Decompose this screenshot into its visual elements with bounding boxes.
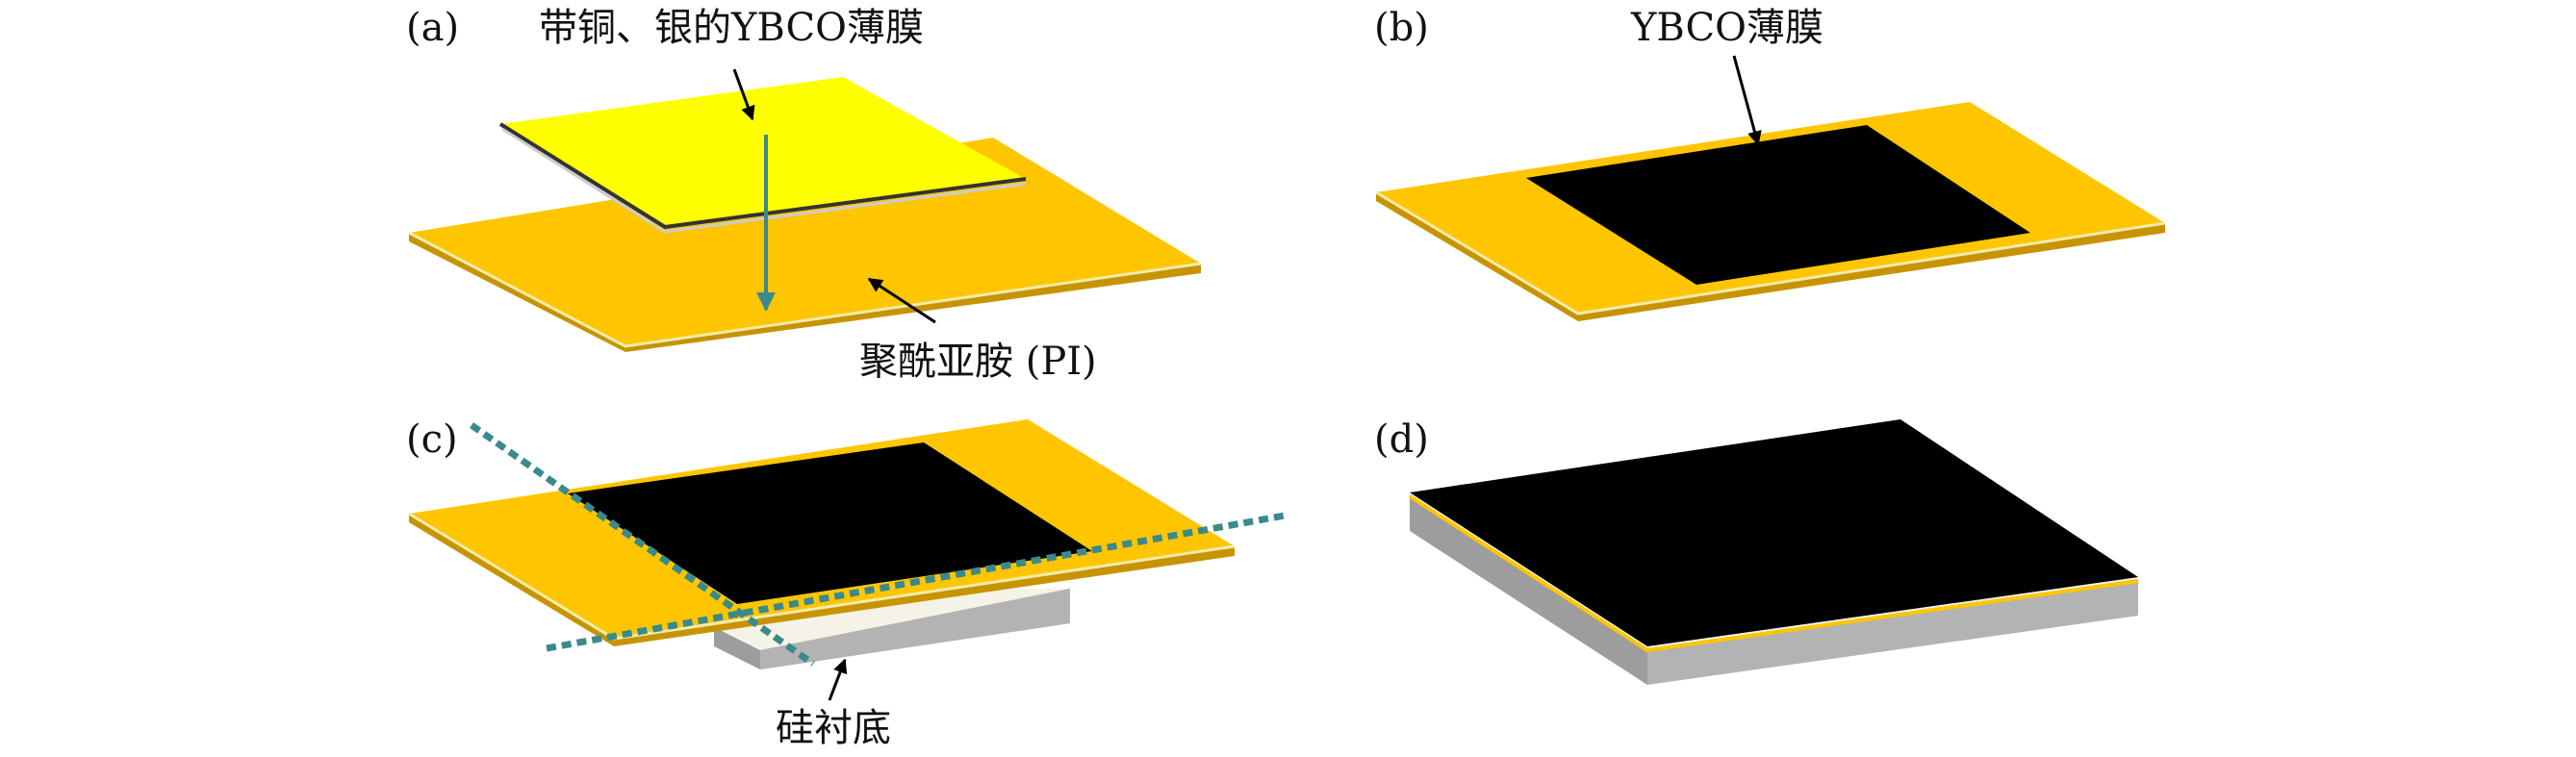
yellow-film: [498, 77, 1027, 234]
panel-d: (d): [1374, 417, 2139, 685]
panel-a-label: (a): [406, 6, 459, 50]
film-callout-label: 带铜、银的YBCO薄膜: [539, 6, 924, 50]
panel-a: (a) 带铜、银的YBCO薄膜 聚酰亚胺 (PI): [406, 6, 1202, 384]
callout-arrow-icon: [867, 277, 936, 324]
silicon-substrate: [714, 589, 1070, 669]
panel-d-label: (d): [1374, 417, 1429, 462]
ybco-callout-label: YBCO薄膜: [1630, 6, 1824, 50]
panel-b-label: (b): [1374, 6, 1429, 50]
cut-line-icon: [469, 422, 816, 667]
callout-arrow-icon: [1732, 55, 1762, 146]
ybco-film: [1410, 419, 2138, 646]
callout-arrow-icon: [828, 658, 848, 701]
panel-c-label: (c): [406, 417, 458, 462]
polyimide-callout-label: 聚酰亚胺 (PI): [859, 340, 1097, 384]
panel-b: (b) YBCO薄膜: [1374, 6, 2166, 321]
polyimide-sheet: [408, 138, 1202, 352]
silicon-callout-label: 硅衬底: [776, 706, 891, 750]
ybco-film: [568, 442, 1092, 604]
panel-c: (c) 硅衬底: [406, 417, 1286, 750]
callout-arrow-icon: [732, 68, 755, 121]
cut-line-icon: [546, 512, 1286, 652]
ybco-film: [1526, 125, 2030, 285]
